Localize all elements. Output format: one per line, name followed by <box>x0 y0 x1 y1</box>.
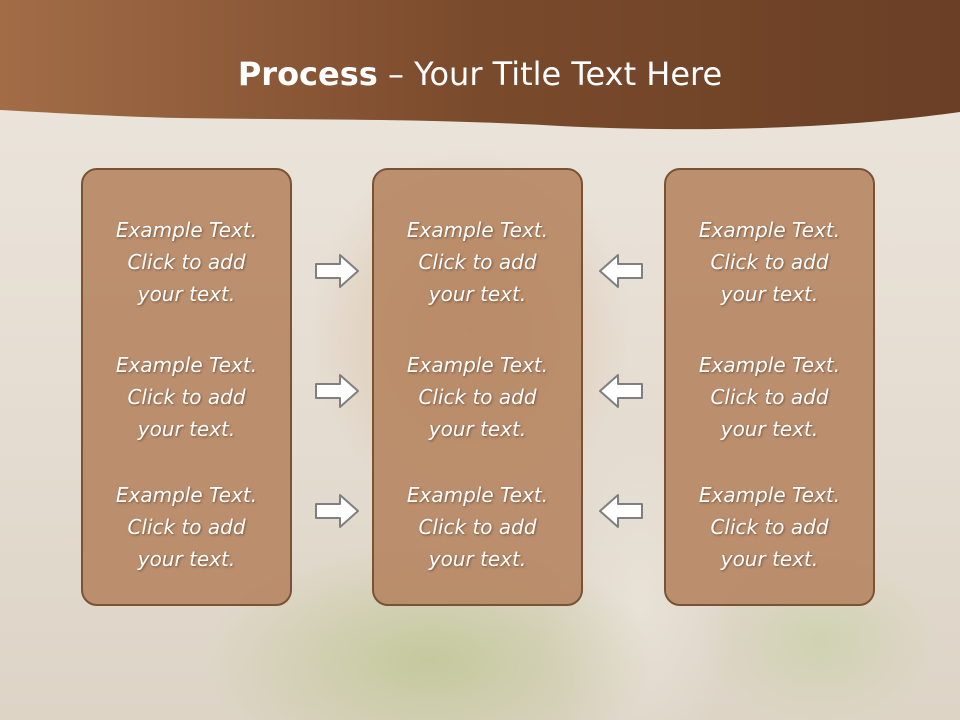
text-line: Click to add <box>418 385 537 409</box>
text-line: your text. <box>720 282 819 306</box>
text-placeholder[interactable]: Example Text. Click to add your text. <box>83 349 290 445</box>
text-line: Example Text. <box>115 483 258 507</box>
arrow-left-icon <box>599 374 643 408</box>
panel-middle[interactable]: Example Text. Click to add your text. Ex… <box>372 168 583 606</box>
text-line: your text. <box>720 417 819 441</box>
text-line: Click to add <box>418 250 537 274</box>
slide-title[interactable]: Process – Your Title Text Here <box>0 52 960 96</box>
text-line: Example Text. <box>406 218 549 242</box>
text-line: Click to add <box>127 250 246 274</box>
text-placeholder[interactable]: Example Text. Click to add your text. <box>666 214 873 310</box>
text-line: your text. <box>428 417 527 441</box>
arrow-left-icon <box>599 254 643 288</box>
panel-left[interactable]: Example Text. Click to add your text. Ex… <box>81 168 292 606</box>
text-placeholder[interactable]: Example Text. Click to add your text. <box>374 214 581 310</box>
text-line: your text. <box>137 547 236 571</box>
title-bold: Process <box>237 55 378 93</box>
text-line: Example Text. <box>698 483 841 507</box>
text-line: your text. <box>428 282 527 306</box>
text-placeholder[interactable]: Example Text. Click to add your text. <box>374 349 581 445</box>
text-line: Example Text. <box>406 353 549 377</box>
text-line: Click to add <box>418 515 537 539</box>
text-placeholder[interactable]: Example Text. Click to add your text. <box>83 214 290 310</box>
text-placeholder[interactable]: Example Text. Click to add your text. <box>374 479 581 575</box>
arrow-left-icon <box>599 494 643 528</box>
text-placeholder[interactable]: Example Text. Click to add your text. <box>83 479 290 575</box>
arrow-right-icon <box>315 374 359 408</box>
text-placeholder[interactable]: Example Text. Click to add your text. <box>666 479 873 575</box>
text-line: Example Text. <box>698 353 841 377</box>
text-line: your text. <box>428 547 527 571</box>
text-line: Example Text. <box>115 218 258 242</box>
text-line: your text. <box>137 282 236 306</box>
text-line: Example Text. <box>406 483 549 507</box>
arrow-right-icon <box>315 494 359 528</box>
text-line: Click to add <box>127 515 246 539</box>
arrow-right-icon <box>315 254 359 288</box>
text-line: Click to add <box>710 250 829 274</box>
text-line: your text. <box>137 417 236 441</box>
title-rest: – Your Title Text Here <box>377 55 723 93</box>
text-line: your text. <box>720 547 819 571</box>
text-line: Click to add <box>127 385 246 409</box>
text-line: Click to add <box>710 515 829 539</box>
text-line: Example Text. <box>115 353 258 377</box>
text-line: Click to add <box>710 385 829 409</box>
text-placeholder[interactable]: Example Text. Click to add your text. <box>666 349 873 445</box>
panel-right[interactable]: Example Text. Click to add your text. Ex… <box>664 168 875 606</box>
text-line: Example Text. <box>698 218 841 242</box>
header-band <box>0 0 960 130</box>
